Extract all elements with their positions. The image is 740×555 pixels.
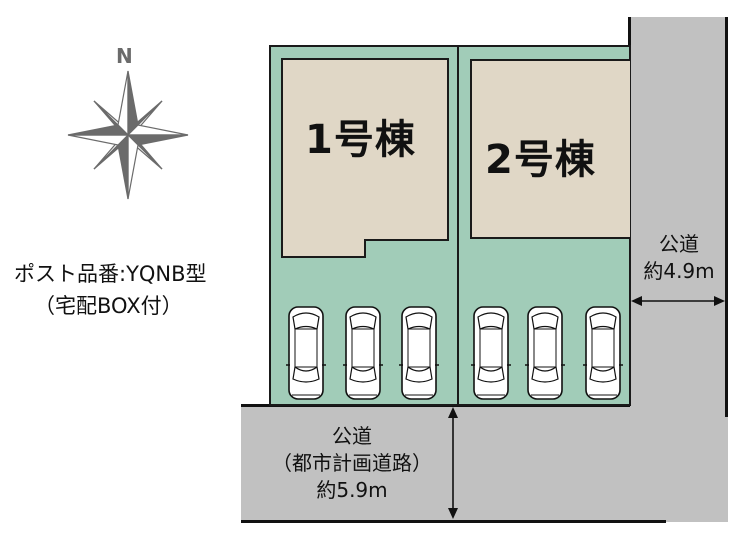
east-road-label: 公道 約4.9m bbox=[632, 231, 726, 285]
south-road-width: 約5.9m bbox=[316, 478, 388, 502]
parking-space-car-icon bbox=[286, 306, 326, 400]
building-1-label: 1号棟 bbox=[305, 117, 416, 163]
east-road-name: 公道 bbox=[659, 232, 699, 256]
compass: N bbox=[60, 40, 200, 210]
south-road-dimension-arrow-icon bbox=[448, 407, 458, 519]
parking-space-car-icon bbox=[343, 306, 383, 400]
parking-space-car-icon bbox=[471, 306, 511, 400]
east-road bbox=[629, 17, 728, 522]
south-road bbox=[241, 405, 641, 522]
south-road-bottom-edge bbox=[241, 520, 666, 523]
post-note-line2: （宅配BOX付） bbox=[34, 294, 183, 318]
building-2-footprint bbox=[470, 59, 631, 239]
south-road-name: 公道 bbox=[332, 424, 372, 448]
post-note: ポスト品番:YQNB型 （宅配BOX付） bbox=[14, 258, 207, 322]
east-road-dimension-arrow-icon bbox=[631, 296, 725, 306]
lot-1: 1号棟 bbox=[269, 45, 459, 406]
building-2-label: 2号棟 bbox=[485, 137, 596, 183]
lot-2: 2号棟 bbox=[457, 45, 631, 406]
south-road-label: 公道 （都市計画道路） 約5.9m bbox=[262, 423, 442, 504]
parking-space-car-icon bbox=[525, 306, 565, 400]
parking-space-car-icon bbox=[583, 306, 623, 400]
compass-north-label: N bbox=[116, 44, 133, 68]
building-1-footprint bbox=[281, 58, 449, 258]
compass-rose-icon bbox=[67, 70, 189, 200]
east-road-width: 約4.9m bbox=[643, 259, 715, 283]
post-note-line1: ポスト品番:YQNB型 bbox=[14, 262, 207, 286]
south-road-type: （都市計画道路） bbox=[272, 451, 432, 475]
east-road-right-edge bbox=[725, 17, 728, 417]
parking-space-car-icon bbox=[399, 306, 439, 400]
